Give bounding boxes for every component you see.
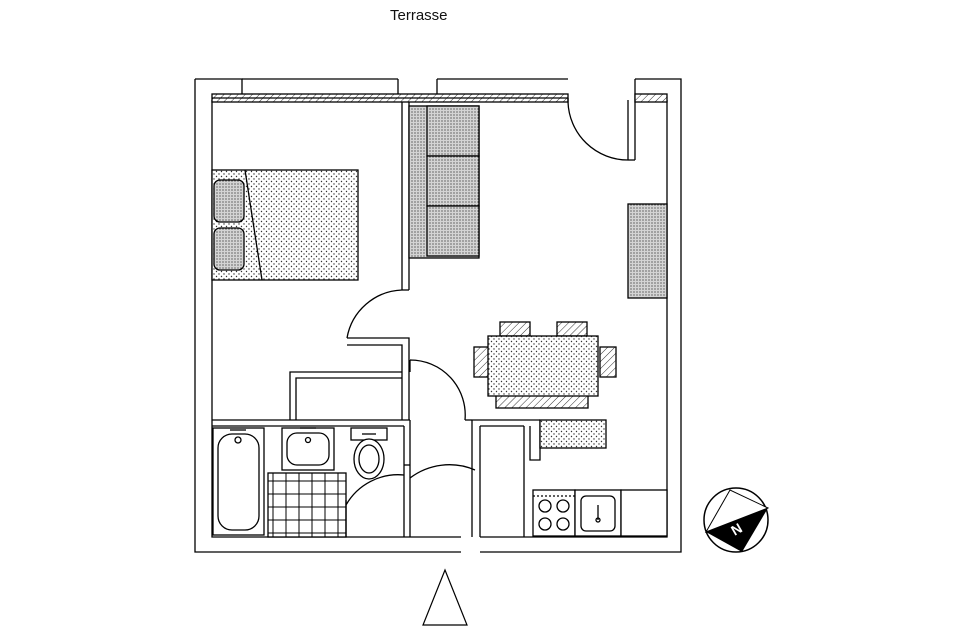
terrace-windows: [211, 93, 668, 103]
bathtub: [212, 427, 265, 536]
kitchen-sink: [574, 489, 622, 537]
washbasin: [281, 427, 335, 471]
entrance-arrow: [422, 568, 468, 626]
bathroom-door: [345, 474, 405, 537]
entrance-door: [409, 359, 476, 537]
north-compass: N: [703, 487, 770, 553]
kitchen-walls: [471, 419, 541, 537]
terrace-label: Terrasse: [390, 7, 448, 24]
dining-table: [473, 321, 617, 409]
bathroom-floor: [267, 472, 347, 538]
stove: [532, 489, 576, 537]
closet: [289, 371, 402, 420]
bed: [211, 169, 359, 281]
fridge: [620, 489, 668, 537]
kitchen-counter: [539, 419, 607, 449]
sofa: [408, 105, 480, 259]
toilet: [350, 427, 388, 480]
terrace-door: [567, 98, 629, 161]
bathroom-walls: [212, 419, 411, 537]
cabinet: [627, 203, 668, 299]
